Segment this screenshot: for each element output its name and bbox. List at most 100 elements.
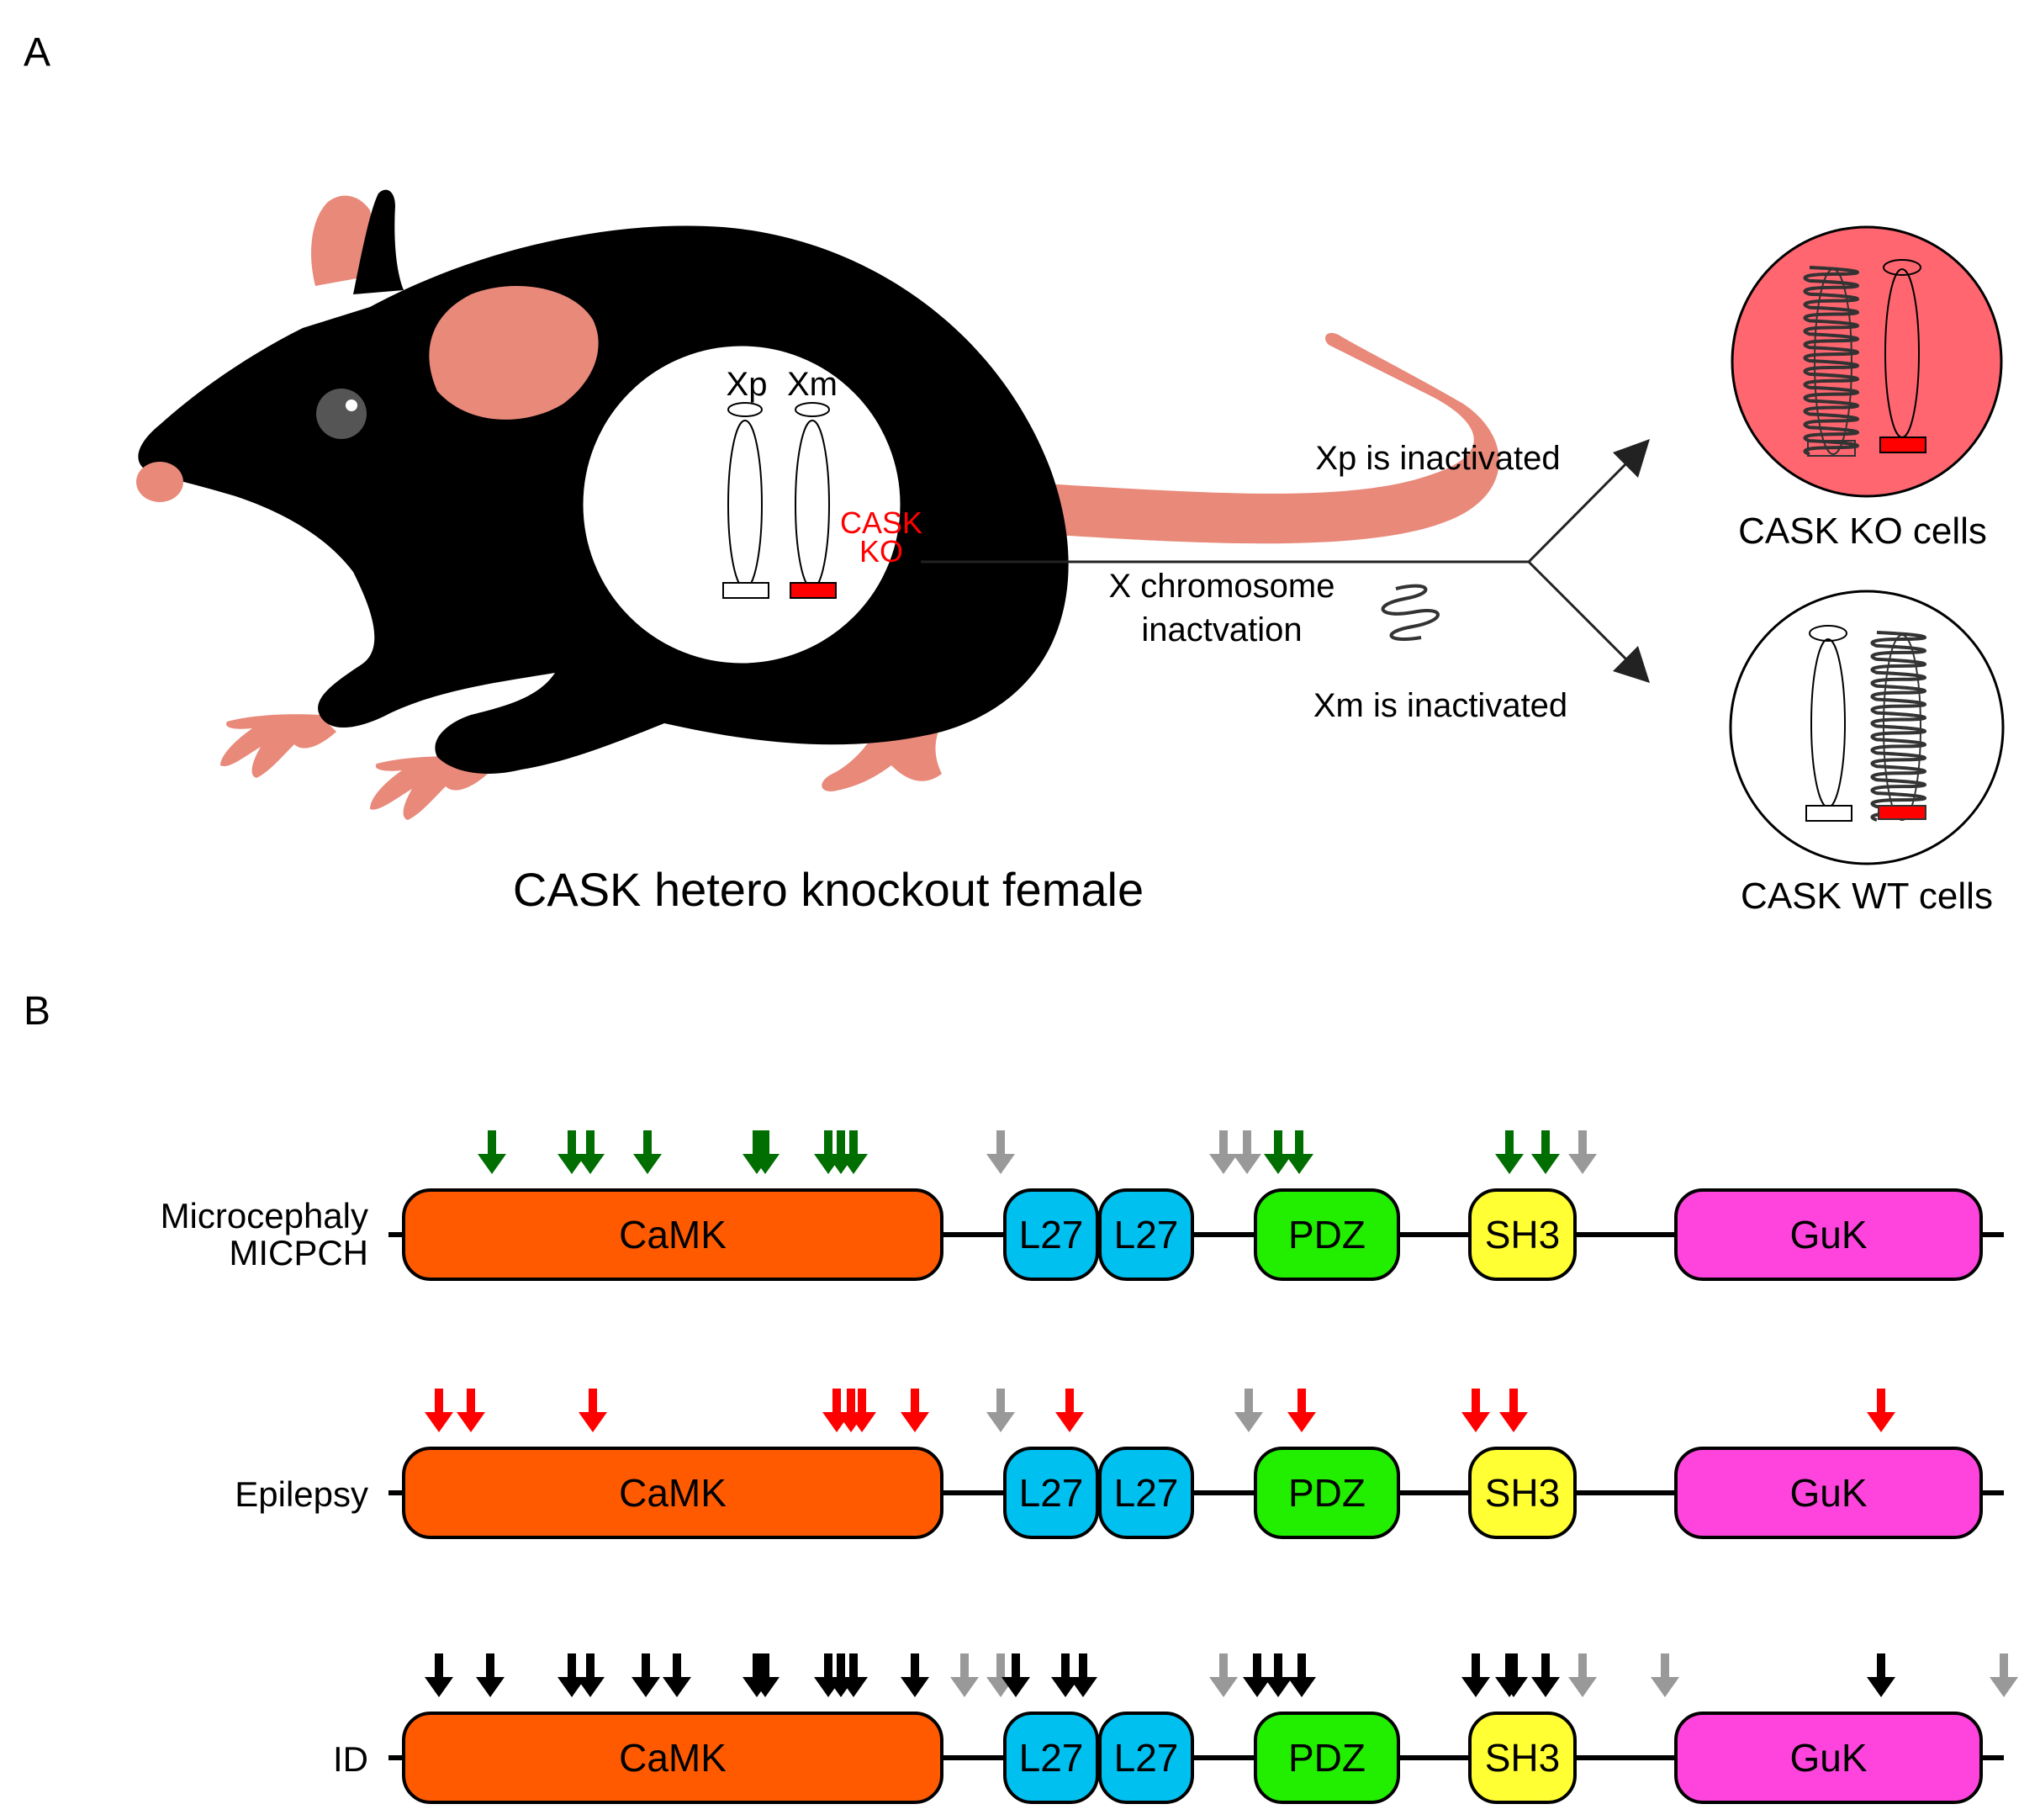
variant-arrow bbox=[986, 1389, 1015, 1432]
panel-b-label: B bbox=[24, 989, 50, 1034]
domain-camk-box bbox=[402, 1447, 943, 1539]
variant-arrow bbox=[478, 1130, 506, 1174]
domain-l27-box bbox=[1098, 1712, 1194, 1804]
domain-pdz-box bbox=[1254, 1188, 1400, 1281]
cask-ko-cell bbox=[1731, 225, 2003, 498]
domain-sh3-box bbox=[1468, 1447, 1577, 1539]
variant-arrow bbox=[986, 1130, 1015, 1174]
domain-l27-label: L27 bbox=[1114, 1213, 1179, 1257]
mouse-back-ear-edge bbox=[353, 189, 404, 294]
variant-arrow bbox=[1531, 1653, 1560, 1697]
variant-arrow bbox=[901, 1389, 929, 1432]
mouse-caption: CASK hetero knockout female bbox=[513, 863, 1144, 916]
variant-arrow bbox=[751, 1653, 780, 1697]
xp-label: Xp bbox=[727, 366, 768, 403]
variant-arrow bbox=[1209, 1653, 1238, 1697]
variant-arrow bbox=[1499, 1389, 1528, 1432]
domain-camk-label: CaMK bbox=[619, 1213, 727, 1257]
variant-arrow bbox=[751, 1130, 780, 1174]
xci-pathway bbox=[921, 457, 1633, 666]
domain-guk-label: GuK bbox=[1789, 1213, 1867, 1257]
domain-pdz-label: PDZ bbox=[1288, 1736, 1366, 1780]
domain-l27-box bbox=[1003, 1447, 1099, 1539]
heterozygous-cell: Xp Xm CASK KO bbox=[580, 343, 922, 666]
ko-cells-label: CASK KO cells bbox=[1738, 511, 1987, 552]
variant-arrow bbox=[1285, 1130, 1313, 1174]
variant-arrow bbox=[1568, 1653, 1597, 1697]
domain-sh3-box bbox=[1468, 1712, 1577, 1804]
domain-l27-label: L27 bbox=[1114, 1736, 1179, 1780]
mouse-eye-highlight bbox=[346, 399, 357, 411]
variant-arrow bbox=[457, 1389, 485, 1432]
domain-pdz-box bbox=[1254, 1712, 1400, 1804]
variant-arrow bbox=[579, 1389, 607, 1432]
domain-l27-label: L27 bbox=[1019, 1213, 1084, 1257]
domain-l27-label: L27 bbox=[1114, 1471, 1179, 1515]
mouse-nose bbox=[136, 462, 183, 502]
variant-arrow bbox=[576, 1653, 605, 1697]
domain-pdz-label: PDZ bbox=[1288, 1471, 1366, 1515]
variant-arrow bbox=[1990, 1653, 2018, 1697]
domain-camk-label: CaMK bbox=[619, 1736, 727, 1780]
variant-arrow bbox=[848, 1389, 876, 1432]
domain-sh3-label: SH3 bbox=[1485, 1736, 1560, 1780]
domain-guk-box bbox=[1674, 1712, 1983, 1804]
xp-chromosome bbox=[722, 402, 769, 599]
domain-guk-box bbox=[1674, 1188, 1983, 1281]
variant-arrow bbox=[1287, 1389, 1316, 1432]
inactivated-xm-coil bbox=[1870, 631, 1926, 822]
variant-arrow bbox=[1233, 1130, 1261, 1174]
coil-path bbox=[1803, 266, 1859, 456]
domain-l27-box bbox=[1003, 1712, 1099, 1804]
panel-a-label: A bbox=[24, 30, 50, 75]
variant-arrow bbox=[1568, 1130, 1597, 1174]
row-label: Epilepsy bbox=[235, 1474, 368, 1514]
mouse-front-paw-left bbox=[220, 714, 336, 778]
row-label-line1: Microcephaly bbox=[161, 1196, 368, 1235]
variant-arrow bbox=[1531, 1130, 1560, 1174]
variant-arrow bbox=[1461, 1653, 1490, 1697]
variant-arrow bbox=[663, 1653, 691, 1697]
mouse-front-ear bbox=[429, 286, 599, 420]
domain-pdz-label: PDZ bbox=[1288, 1213, 1366, 1257]
cask-ko-allele bbox=[790, 582, 837, 599]
variant-arrow bbox=[1055, 1389, 1084, 1432]
variant-arrow bbox=[425, 1653, 453, 1697]
domain-camk-box bbox=[402, 1712, 943, 1804]
xm-label: Xm bbox=[787, 366, 838, 403]
variant-arrow bbox=[633, 1130, 662, 1174]
variant-arrow bbox=[1651, 1653, 1679, 1697]
variant-arrow bbox=[576, 1130, 605, 1174]
coil-path bbox=[1870, 631, 1926, 822]
variant-arrow bbox=[950, 1653, 979, 1697]
cask-ko-label-line2: KO bbox=[859, 534, 903, 569]
domain-l27-box bbox=[1003, 1188, 1099, 1281]
variant-arrow bbox=[476, 1653, 505, 1697]
domain-l27-box bbox=[1098, 1188, 1194, 1281]
cask-ko-label-line1: CASK bbox=[840, 505, 922, 540]
domain-camk-box bbox=[402, 1188, 943, 1281]
variant-arrow bbox=[986, 1653, 1015, 1697]
variant-arrow bbox=[1495, 1130, 1524, 1174]
domain-guk-label: GuK bbox=[1789, 1471, 1867, 1515]
xp-inactivated-label: Xp is inactivated bbox=[1315, 440, 1560, 477]
variant-arrow bbox=[1069, 1653, 1097, 1697]
cask-wt-cell bbox=[1729, 590, 2005, 865]
variant-arrow bbox=[1287, 1653, 1316, 1697]
inactivated-xp-coil bbox=[1803, 266, 1859, 456]
domain-sh3-label: SH3 bbox=[1485, 1213, 1560, 1257]
domain-l27-label: L27 bbox=[1019, 1736, 1084, 1780]
xm-inactivated-label: Xm is inactivated bbox=[1313, 687, 1567, 724]
xci-label-line2: inactvation bbox=[1141, 611, 1302, 648]
variant-arrow bbox=[558, 1130, 586, 1174]
domain-l27-label: L27 bbox=[1019, 1471, 1084, 1515]
arrow-to-ko-cells bbox=[1613, 439, 1650, 478]
variant-arrow bbox=[1243, 1653, 1271, 1697]
variant-arrow bbox=[839, 1653, 868, 1697]
variant-arrow bbox=[1209, 1130, 1238, 1174]
